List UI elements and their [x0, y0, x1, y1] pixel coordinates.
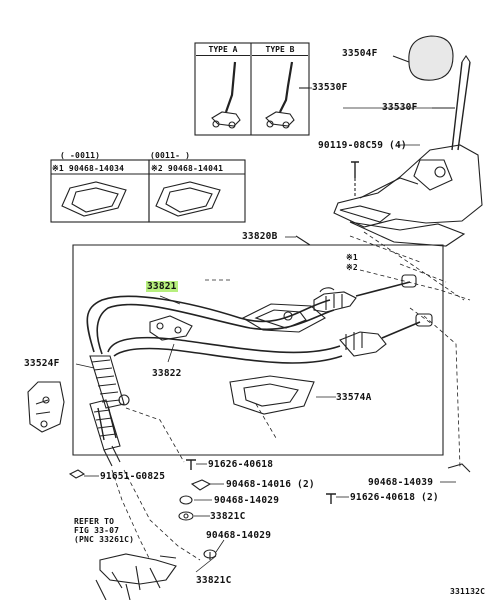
cable-assy-frame [72, 244, 444, 456]
part-label-cable-select[interactable]: 33821 [146, 281, 178, 292]
clamp-part-2[interactable]: ※2 90468-14041 [151, 164, 224, 173]
part-label-cable-assy[interactable]: 33820B [242, 231, 278, 242]
part-label-clamp-right[interactable]: 90468-14039 [368, 477, 434, 488]
refer-note-line2[interactable]: FIG 33-07 [74, 526, 120, 535]
clamp-range-2: (0011- ) [150, 151, 191, 160]
diagram-code: 331132C [450, 587, 486, 596]
part-label-screw-left[interactable]: 91651-G0825 [100, 471, 166, 482]
marker-2: ※2 [346, 263, 358, 272]
type-b-header: TYPE B [252, 44, 308, 56]
refer-note-line3: (PNC 33261C) [74, 535, 135, 544]
part-label-shift-knob[interactable]: 33504F [342, 48, 378, 59]
part-label-washer-1[interactable]: 33821C [210, 511, 246, 522]
type-a-header: TYPE A [196, 44, 250, 56]
part-label-clip-1[interactable]: 90468-14016 (2) [226, 479, 315, 490]
part-label-clip-3[interactable]: 90468-14029 [206, 530, 272, 541]
part-label-screw-right[interactable]: 91626-40618 (2) [350, 492, 439, 503]
clamp-range-1: ( -0011) [60, 151, 101, 160]
part-label-washer-2[interactable]: 33821C [196, 575, 232, 586]
part-label-retainer[interactable]: 33574A [336, 392, 372, 403]
part-label-bracket-left[interactable]: 33524F [24, 358, 60, 369]
part-label-clip-2[interactable]: 90468-14029 [214, 495, 280, 506]
part-label-bolt-top[interactable]: 90119-08C59 (4) [318, 140, 407, 151]
marker-1: ※1 [346, 253, 358, 262]
part-label-cable-shift[interactable]: 33822 [152, 368, 182, 379]
part-label-screw-1[interactable]: 91626-40618 [208, 459, 274, 470]
type-box-frame [194, 42, 310, 136]
part-label-lever-sub[interactable]: 33530F [312, 82, 348, 93]
refer-note-line1: REFER TO [74, 517, 115, 526]
clamp-part-1[interactable]: ※1 90468-14034 [52, 164, 125, 173]
part-label-shift-lever-assy[interactable]: 33530F [382, 102, 418, 113]
